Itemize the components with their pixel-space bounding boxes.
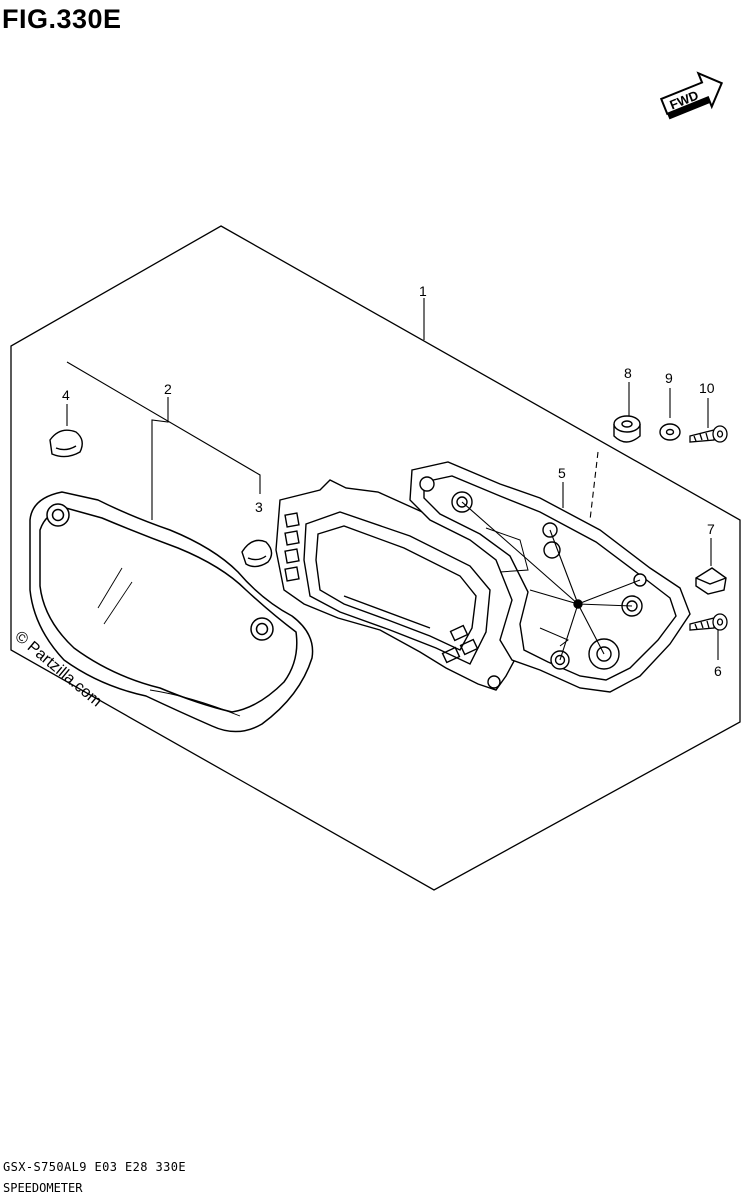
leader-lines <box>66 298 719 660</box>
callout-7: 7 <box>707 521 715 537</box>
callout-10: 10 <box>699 380 715 396</box>
part-3-cushion <box>241 539 273 568</box>
callout-9: 9 <box>665 370 673 386</box>
display-frame <box>275 479 534 691</box>
part-10-screw <box>689 425 728 443</box>
figure-title: FIG.330E <box>2 4 122 34</box>
callout-3: 3 <box>255 499 263 515</box>
callout-4: 4 <box>62 387 70 403</box>
part-2-cover <box>29 491 314 733</box>
callout-labels: 1 2 3 4 5 6 7 8 9 10 <box>62 283 722 679</box>
assembly-boundary <box>10 225 741 891</box>
callout-6: 6 <box>714 663 722 679</box>
part-5-case <box>409 461 691 693</box>
part-8-grommet <box>613 415 641 443</box>
part-6-screw <box>689 613 728 631</box>
footer-section-name: SPEEDOMETER <box>3 1181 83 1195</box>
callout-5: 5 <box>558 465 566 481</box>
part-4-cap <box>49 429 83 458</box>
callout-1: 1 <box>419 283 427 299</box>
fwd-arrow-icon: FWD <box>659 71 724 120</box>
footer-model-code: GSX-S750AL9 E03 E28 330E <box>3 1160 186 1174</box>
part-7-nut <box>695 567 727 595</box>
callout-2: 2 <box>164 381 172 397</box>
callout-8: 8 <box>624 365 632 381</box>
part-9-washer <box>659 423 681 441</box>
